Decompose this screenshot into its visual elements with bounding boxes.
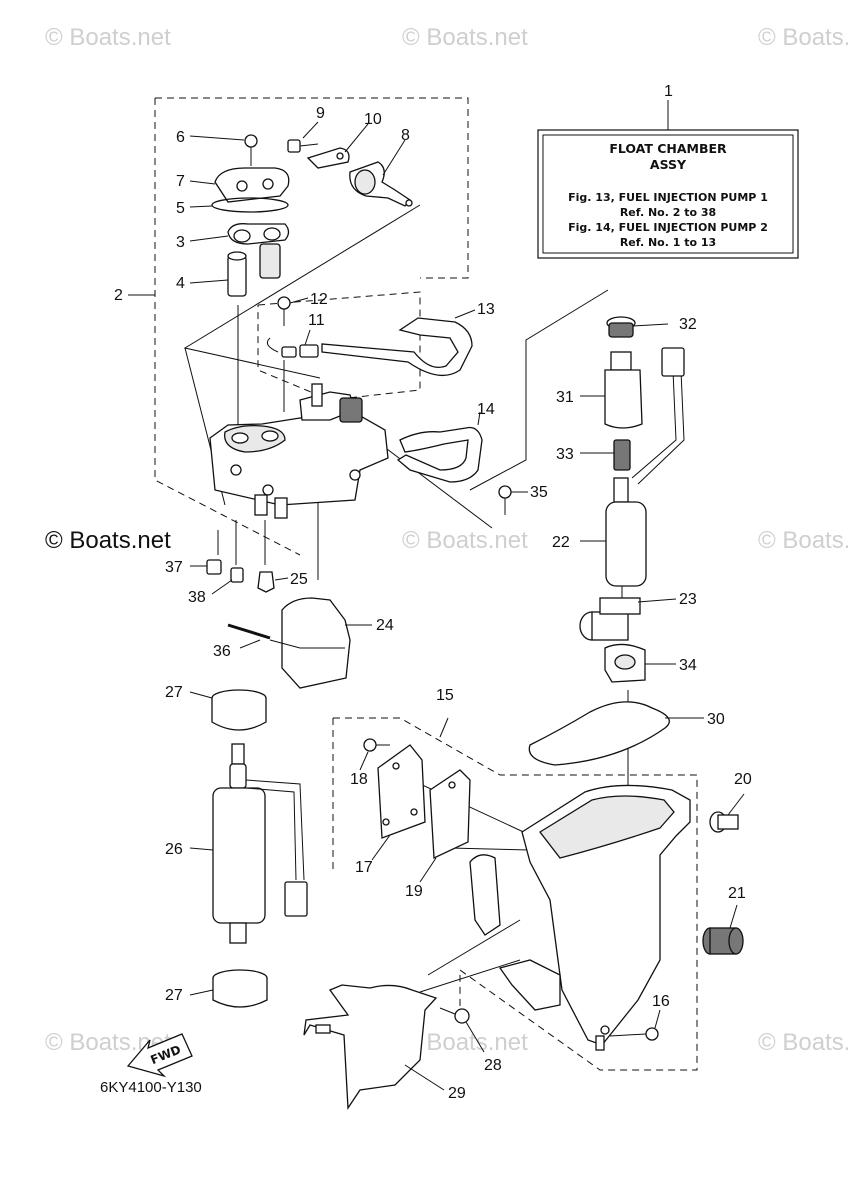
callout-37: 37 — [165, 559, 183, 576]
part-17-plate — [371, 744, 426, 861]
part-22-fuel-pump — [580, 477, 647, 587]
part-24-cover — [269, 597, 372, 689]
info-box-fig14-ref: Ref. No. 1 to 13 — [620, 236, 716, 249]
watermark-middle-right: © Boats.net — [758, 527, 848, 554]
part-36-pin — [227, 623, 271, 649]
part-14-hose — [396, 411, 483, 483]
part-6-screw — [189, 134, 258, 166]
info-box: 1 FLOAT CHAMBER ASSY Fig. 13, FUEL INJEC… — [537, 83, 799, 259]
callout-26: 26 — [165, 841, 183, 858]
callout-32: 32 — [679, 316, 697, 333]
callout-3: 3 — [176, 234, 185, 251]
part-28-bolt — [439, 1007, 485, 1053]
watermark-top-left: © Boats.net — [45, 24, 171, 51]
watermark-bottom-right: © Boats.net — [758, 1029, 848, 1056]
part-31-cup — [580, 347, 685, 485]
callout-20: 20 — [734, 771, 752, 788]
callout-36: 36 — [213, 643, 231, 660]
callout-10: 10 — [364, 111, 382, 128]
callout-19: 19 — [405, 883, 423, 900]
part-35-bolt — [498, 485, 528, 515]
part-34-holder — [604, 643, 676, 683]
callout-27-top: 27 — [165, 684, 183, 701]
callout-30: 30 — [707, 711, 725, 728]
part-12-screw — [277, 296, 309, 326]
watermark-middle-center: © Boats.net — [402, 527, 528, 554]
info-box-fig13-ref: Ref. No. 2 to 38 — [620, 206, 716, 219]
part-8-valve — [349, 139, 413, 207]
part-11-connector — [266, 329, 319, 358]
callout-9: 9 — [316, 105, 325, 122]
callout-34: 34 — [679, 657, 697, 674]
part-3-clamp — [189, 223, 290, 245]
callout-33: 33 — [556, 446, 574, 463]
part-21-grommet — [702, 904, 744, 955]
part-32-grommet — [606, 316, 669, 338]
callout-6: 6 — [176, 129, 185, 146]
info-box-title-2: ASSY — [650, 157, 687, 172]
callout-23: 23 — [679, 591, 697, 608]
callout-12: 12 — [310, 291, 328, 308]
part-10-bracket — [306, 123, 369, 169]
part-20-bolt — [709, 793, 745, 833]
part-16-screw — [609, 1009, 661, 1041]
callout-35: 35 — [530, 484, 548, 501]
callout-38: 38 — [188, 589, 206, 606]
callout-18: 18 — [350, 771, 368, 788]
part-33-filter — [580, 439, 631, 471]
callout-27-bottom: 27 — [165, 987, 183, 1004]
callout-22: 22 — [552, 534, 570, 551]
part-7-cover — [189, 167, 290, 203]
part-25-valve — [257, 571, 289, 593]
info-box-fig13: Fig. 13, FUEL INJECTION PUMP 1 — [568, 191, 768, 204]
callout-4: 4 — [176, 275, 185, 292]
callout-15: 15 — [436, 687, 454, 704]
info-box-fig14: Fig. 14, FUEL INJECTION PUMP 2 — [568, 221, 768, 234]
part-38-screw — [211, 567, 244, 595]
callout-24: 24 — [376, 617, 394, 634]
part-2-housing — [209, 383, 389, 519]
info-box-title-1: FLOAT CHAMBER — [609, 141, 727, 156]
part-37-screw — [190, 559, 222, 575]
part-9-bolt — [287, 121, 319, 153]
callout-14: 14 — [477, 401, 495, 418]
part-27-ring-top — [189, 689, 267, 731]
watermark-top-center: © Boats.net — [402, 24, 528, 51]
callout-21: 21 — [728, 885, 746, 902]
callout-28: 28 — [484, 1057, 502, 1074]
callout-5: 5 — [176, 200, 185, 217]
callout-31: 31 — [556, 389, 574, 406]
watermark-top-right: © Boats.net — [758, 24, 848, 51]
part-29-bracket — [303, 984, 445, 1110]
part-30-gasket — [528, 701, 704, 766]
part-15-float-chamber — [439, 717, 691, 1051]
part-26-pump — [189, 743, 308, 944]
callout-16: 16 — [652, 993, 670, 1010]
diagram-code: 6KY4100-Y130 — [100, 1079, 202, 1096]
part-4-filter — [189, 243, 281, 297]
callout-2: 2 — [114, 287, 123, 304]
callout-29: 29 — [448, 1085, 466, 1102]
callout-labels: 2 3 4 5 6 7 8 9 10 11 12 13 14 15 16 17 … — [114, 105, 752, 1102]
callout-11: 11 — [308, 312, 325, 329]
callout-8: 8 — [401, 127, 410, 144]
part-5-gasket — [189, 197, 289, 213]
part-19-plate — [419, 769, 471, 883]
part-23-regulator — [579, 597, 677, 641]
assembly-outlines — [154, 97, 698, 1071]
part-13-hose — [321, 309, 476, 377]
callout-25: 25 — [290, 571, 308, 588]
callout-17: 17 — [355, 859, 373, 876]
part-18-screw — [359, 738, 390, 771]
part-27-ring-bottom — [189, 969, 268, 1008]
callout-7: 7 — [176, 173, 185, 190]
callout-1: 1 — [664, 83, 673, 100]
watermark-middle-left: © Boats.net — [45, 527, 171, 554]
callout-13: 13 — [477, 301, 495, 318]
